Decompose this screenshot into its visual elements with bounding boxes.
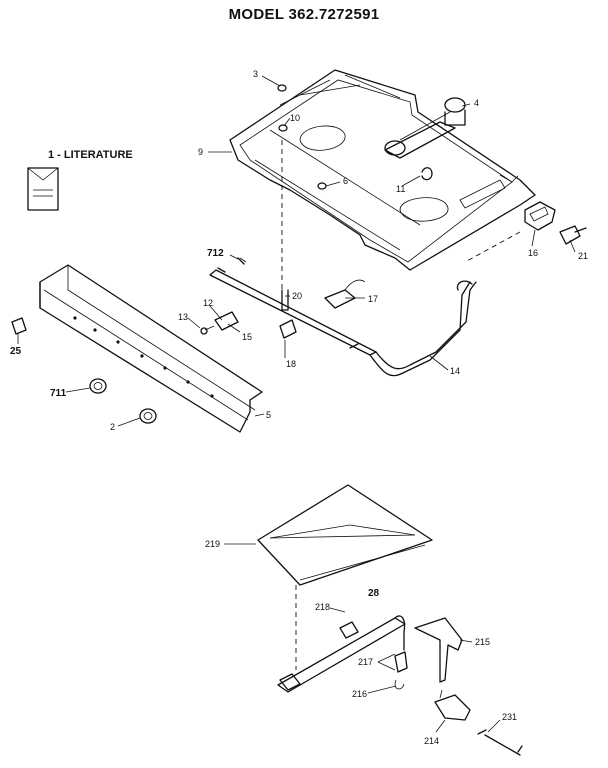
burner-valve-assembly [384,97,466,159]
label-11: 11 [396,184,405,194]
broiler-plate [257,484,433,670]
label-219: 219 [205,539,220,549]
label-9: 9 [198,147,203,157]
label-28: 28 [368,588,380,599]
label-2: 2 [110,422,115,432]
label-25: 25 [10,346,22,357]
broil-burner [277,615,408,693]
front-panel [39,264,263,433]
label-18: 18 [286,359,296,369]
label-13: 13 [178,312,188,322]
leader-lines [17,75,576,733]
label-21: 21 [578,251,588,261]
literature-booklet [27,167,59,211]
label-14: 14 [450,366,460,376]
label-711: 711 [50,388,67,399]
label-16: 16 [528,248,538,258]
label-712: 712 [207,248,224,259]
label-15: 15 [242,332,252,342]
igniter-module [464,201,587,263]
label-5: 5 [266,410,271,420]
part-labels: 1 - LITERATURE 3 4 10 9 6 11 712 20 17 1… [10,69,588,746]
label-10: 10 [290,113,300,123]
label-231: 231 [502,712,517,722]
burner-box-frame [229,69,536,271]
label-215: 215 [475,637,490,647]
label-216: 216 [352,689,367,699]
caps-and-knobs [11,317,157,424]
label-3: 3 [253,69,258,79]
broil-bracket [414,617,523,756]
label-17: 17 [368,294,378,304]
label-214: 214 [424,736,439,746]
label-literature: 1 - LITERATURE [48,149,133,161]
label-217: 217 [358,657,373,667]
label-218: 218 [315,602,330,612]
manifold-assembly [200,257,477,377]
small-hardware [277,84,433,300]
model-title: MODEL 362.7272591 [228,6,380,23]
label-12: 12 [203,298,213,308]
label-4: 4 [474,98,479,108]
label-20: 20 [292,291,302,301]
label-6: 6 [343,176,348,186]
